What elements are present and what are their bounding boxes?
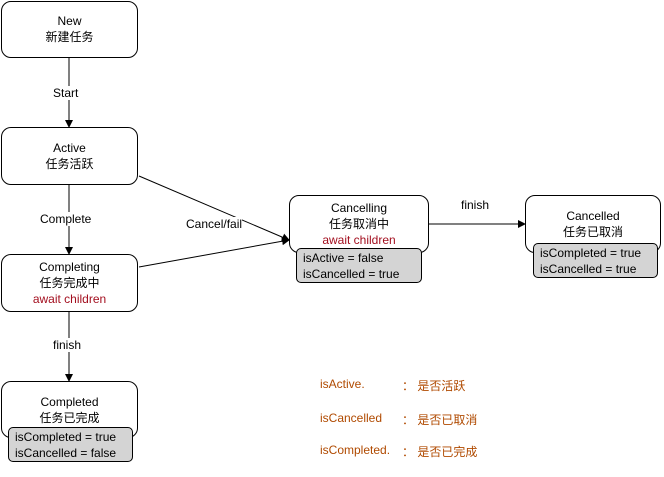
state-active-zh: 任务活跃 (45, 157, 94, 171)
edge-label-complete: Complete (40, 212, 92, 226)
edge-label-finish-cancelled: finish (461, 198, 490, 212)
state-cancelling: Cancelling 任务取消中 await children (289, 195, 429, 253)
legend-key: isActive. (320, 377, 365, 391)
legend-row: isCompleted. ： 是否已完成 (320, 443, 520, 459)
legend-desc: ： 是否活跃 (402, 379, 466, 393)
state-active-en: Active (53, 141, 86, 155)
legend-key: isCancelled (320, 411, 383, 425)
state-active: Active 任务活跃 (1, 127, 138, 185)
state-completing-en: Completing (39, 260, 100, 274)
legend-key: isCompleted. (320, 443, 391, 457)
state-completed-en: Completed (40, 395, 99, 409)
legend-row: isActive. ： 是否活跃 (320, 377, 520, 393)
props-completed-line-1: isCompleted = true (15, 430, 117, 444)
state-completing-zh: 任务完成中 (39, 276, 100, 290)
state-cancelled-zh: 任务已取消 (562, 225, 623, 239)
props-cancelling-line-1: isActive = false (303, 251, 384, 265)
state-cancelled-en: Cancelled (566, 209, 620, 223)
legend-row: isCancelled ： 是否已取消 (320, 411, 520, 427)
props-cancelled: isCompleted = true isCancelled = true (533, 243, 658, 278)
legend-desc: ： 是否已完成 (402, 445, 478, 459)
props-cancelled-line-1: isCompleted = true (540, 246, 642, 260)
props-completed-line-2: isCancelled = false (15, 446, 117, 460)
legend-desc: ： 是否已取消 (402, 413, 478, 427)
edge-completing-cancelling (138, 237, 290, 268)
props-completed: isCompleted = true isCancelled = false (8, 427, 133, 462)
state-cancelling-en: Cancelling (330, 201, 388, 215)
props-cancelling-line-2: isCancelled = true (303, 267, 400, 281)
state-completed-zh: 任务已完成 (39, 411, 100, 425)
edge-label-finish-completed: finish (53, 338, 82, 352)
state-cancelling-note: await children (322, 233, 396, 247)
props-cancelled-line-2: isCancelled = true (540, 262, 637, 276)
state-new: New 新建任务 (1, 1, 138, 58)
state-new-zh: 新建任务 (45, 30, 94, 44)
edge-label-start: Start (53, 86, 79, 100)
edge-active-cancelling (138, 175, 290, 241)
state-completing: Completing 任务完成中 await children (1, 254, 138, 312)
state-completing-note: await children (32, 292, 107, 306)
state-cancelling-zh: 任务取消中 (328, 217, 389, 231)
state-new-en: New (57, 14, 82, 28)
edge-label-cancel-fail: Cancel/fail (186, 217, 243, 231)
props-cancelling: isActive = false isCancelled = true (296, 248, 422, 283)
